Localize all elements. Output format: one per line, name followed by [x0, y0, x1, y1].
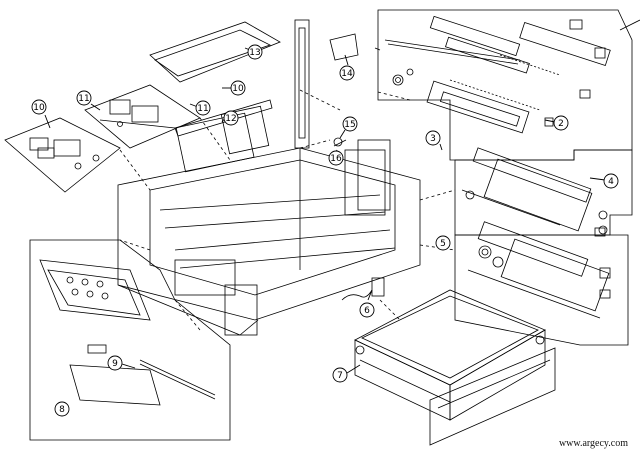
- callout-9: 9: [107, 355, 136, 371]
- svg-text:5: 5: [440, 239, 446, 249]
- svg-text:8: 8: [59, 405, 65, 415]
- group-panel-right-bottom: [454, 234, 629, 346]
- svg-text:7: 7: [337, 371, 343, 381]
- callout-7: 7: [332, 364, 361, 383]
- svg-text:16: 16: [330, 154, 342, 164]
- callout-5: 5: [435, 235, 451, 251]
- callout-13: 13: [244, 44, 263, 60]
- callout-3: 3: [425, 130, 443, 151]
- group-panel-top-right: [377, 9, 633, 161]
- transfer-belt-unit: [354, 289, 556, 446]
- svg-text:11: 11: [78, 94, 89, 104]
- group-panel-right-middle: [454, 149, 633, 236]
- callout-10: 10: [31, 99, 51, 129]
- group-panel-bottom-left: [29, 239, 231, 441]
- svg-text:6: 6: [364, 306, 370, 316]
- callout-8: 8: [54, 401, 70, 417]
- callout-12: 12: [221, 110, 239, 126]
- svg-text:13: 13: [249, 48, 260, 58]
- callout-4: 4: [589, 173, 619, 189]
- callout-16: 16: [328, 149, 344, 166]
- callout-11: 11: [76, 90, 101, 111]
- svg-text:11: 11: [197, 104, 208, 114]
- svg-text:4: 4: [608, 177, 614, 187]
- svg-text:10: 10: [232, 84, 244, 94]
- svg-text:9: 9: [112, 359, 118, 369]
- callout-15: 15: [339, 116, 358, 139]
- svg-text:15: 15: [344, 120, 355, 130]
- watermark: www.argecy.com: [558, 438, 628, 449]
- svg-text:2: 2: [558, 119, 564, 129]
- callout-1-top-right: [374, 47, 381, 51]
- group-panel-callout-11: [84, 84, 201, 149]
- group-panel-callout-10: [4, 117, 121, 193]
- svg-text:10: 10: [33, 103, 45, 113]
- callout-6: 6: [359, 289, 375, 318]
- callout-14: 14: [339, 54, 355, 81]
- callout-2: 2: [544, 115, 569, 131]
- callout-11b: 11: [189, 100, 211, 116]
- main-chassis: [117, 105, 421, 336]
- callout-10b: 10: [222, 80, 246, 96]
- svg-text:12: 12: [225, 114, 236, 124]
- svg-text:3: 3: [430, 134, 436, 144]
- svg-text:14: 14: [341, 69, 353, 79]
